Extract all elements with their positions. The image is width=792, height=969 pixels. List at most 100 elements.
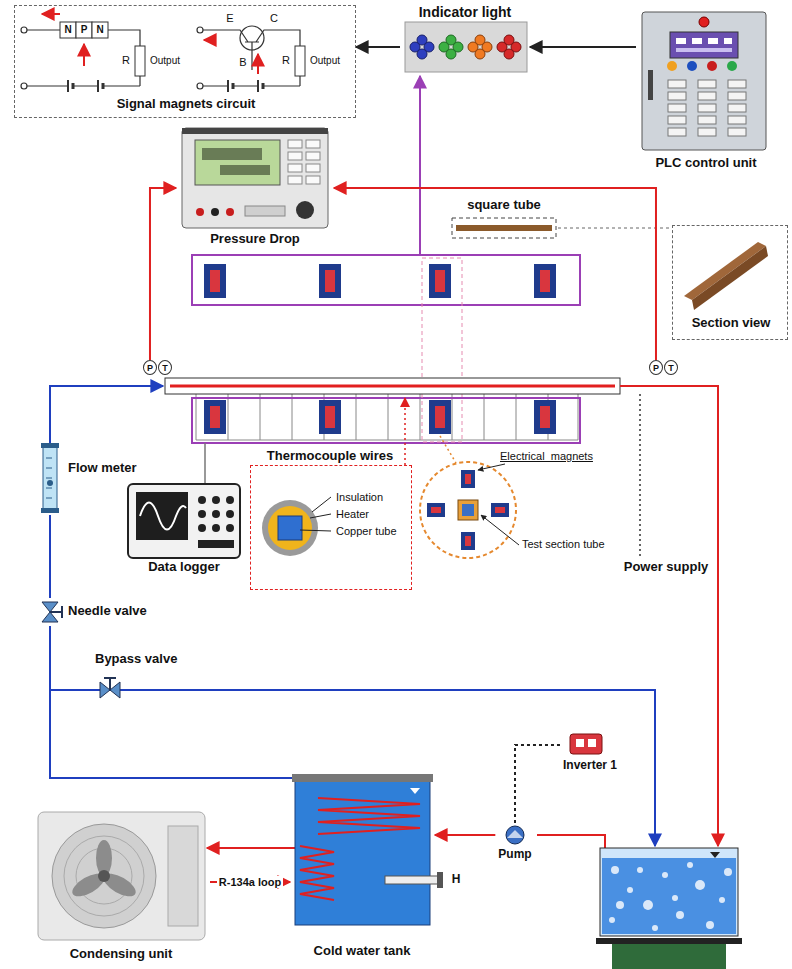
collection-tank [609,862,732,931]
node-label: Copper tube [336,525,397,538]
tube-cross-section [268,506,312,550]
part-label: Power supply [624,560,709,575]
callout-leader [440,436,456,463]
indicator-panel [410,35,434,59]
current-arrow [42,14,258,74]
data-logger [198,510,206,518]
data-logger [198,540,234,548]
pin-label: B [239,56,246,69]
collection-tank [616,901,624,909]
water-pipe [50,386,163,445]
plc-panel [698,92,716,100]
electrical-magnet [534,264,556,298]
electrical-magnet [540,406,550,428]
plc-panel [728,92,746,100]
current-arrow [83,44,85,66]
condensing-unit-art [168,826,198,926]
node-label: Heater [336,508,369,521]
node-label: Cold water tank [314,944,411,959]
pressure-meter [226,208,234,216]
electrical-magnet [204,264,226,298]
magnet-callout-art [478,464,505,470]
pressure-meter [288,164,302,172]
magnet-callout: Electrical_magnetsTest section tube [415,446,620,564]
plc-panel [668,116,686,124]
cold-tank [437,872,443,888]
npn-block [60,22,108,38]
node-label: Insulation [336,491,383,504]
circuit-panel: Signal magnets circuit [14,5,356,118]
magnet-callout-art [427,503,445,517]
pin-label: N [96,24,103,36]
node-label: T [162,363,168,373]
node-label: Condensing unit [70,947,173,962]
magnet-callout-art [495,507,505,513]
water-pipe [207,847,295,849]
collection-tank [724,868,732,876]
node-label: Pressure Drop [210,232,300,247]
plc-panel [670,32,738,58]
magnet-callout-art [465,474,471,484]
collection-tank [710,852,720,858]
plc-panel [687,61,697,71]
pump-icon [506,826,524,844]
electrical-magnet [435,406,445,428]
node-label: Signal magnets circuit [117,97,256,112]
circuit-wire [197,27,203,33]
magnet-highlight [422,258,462,442]
node-label: Bypass valve [95,652,177,667]
circuit-wire [233,83,263,89]
collection-tank [706,921,714,929]
electrical-magnet [534,400,556,434]
heater-callout: InsulationHeaterCopper tube [250,465,412,590]
pressure-meter: Pressure Drop [176,122,334,252]
pressure-line [150,188,176,360]
square-tube [558,228,672,229]
plc-panel [642,12,766,150]
circuit-wire [203,30,300,86]
pressure-meter [288,152,302,160]
plc-panel [728,116,746,124]
magnet-frame [192,398,580,443]
magnet-callout-art [458,500,478,520]
electrical-magnet [319,400,341,434]
indicator-panel [475,49,485,59]
data-logger [212,496,220,504]
plc-panel [676,48,732,52]
electrical-magnet [210,270,220,292]
node-label: P [147,363,153,373]
electrical-magnet [319,264,341,298]
magnet-callout-art [461,532,475,550]
thermocouple-grid [196,394,578,440]
node-label: Pump [498,848,531,862]
node-label: Electrical_magnets [500,450,593,463]
magnet-callout-art [481,515,519,545]
power-lead [639,394,641,556]
temperature-port: T [664,360,678,375]
electrical-magnet [540,270,550,292]
plc-panel [724,38,732,44]
collection-tank [609,917,615,923]
data-logger [212,524,220,532]
signal-label: Output [150,55,180,67]
water-pipe [620,386,718,846]
plc-panel [708,38,718,44]
pressure-meter [306,164,320,172]
flow-meter [41,443,59,513]
npn-block [92,22,108,38]
data-logger [128,484,240,558]
collection-tank [687,862,693,868]
pressure-meter [195,140,280,185]
plc-panel [668,128,686,136]
plc-unit: PLC control unit [636,8,772,180]
plc-panel [667,61,677,71]
inverter: Inverter 1 [560,730,620,778]
collection-tank [611,866,619,874]
node-label: Data logger [148,560,220,575]
pressure-meter [288,140,320,184]
plc-panel [727,61,737,71]
pressure-port: P [649,360,663,375]
plc-panel [699,17,709,27]
